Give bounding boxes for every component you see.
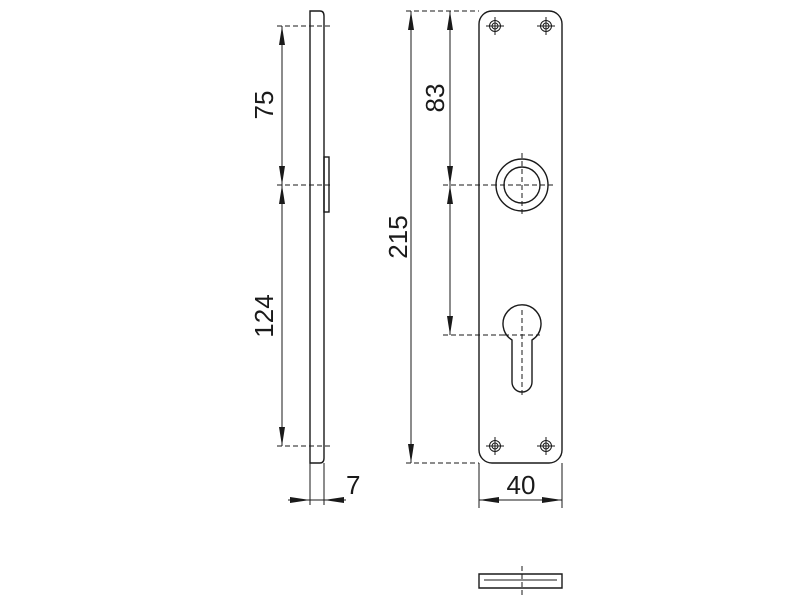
dimension-label-124: 124 <box>249 294 279 337</box>
dimension-label-215: 215 <box>383 215 413 258</box>
side-plate-outline <box>309 10 325 464</box>
dimension-label-7: 7 <box>346 470 360 500</box>
dimension-handle-to-keyhole <box>447 185 453 335</box>
screw-hole-bottom-left <box>485 436 505 456</box>
dimension-215: 215 <box>383 11 414 463</box>
front-view <box>406 10 563 464</box>
bottom-view <box>478 566 563 598</box>
side-view <box>277 10 332 464</box>
front-plate-outline <box>478 10 563 464</box>
handle-hole <box>492 153 556 217</box>
dimension-83: 83 <box>420 11 453 185</box>
bottom-plate-outline <box>478 573 563 589</box>
dimension-124: 124 <box>249 185 285 446</box>
dimension-label-83: 83 <box>420 84 450 113</box>
dimension-label-75: 75 <box>249 91 279 120</box>
screw-hole-top-right <box>536 16 556 36</box>
dimension-40: 40 <box>478 463 563 508</box>
screw-hole-bottom-right <box>536 436 556 456</box>
dimension-label-40: 40 <box>507 470 536 500</box>
dimension-7: 7 <box>288 463 360 505</box>
cylinder-keyhole <box>502 304 542 398</box>
screw-hole-top-left <box>485 16 505 36</box>
dimension-75: 75 <box>249 26 285 185</box>
